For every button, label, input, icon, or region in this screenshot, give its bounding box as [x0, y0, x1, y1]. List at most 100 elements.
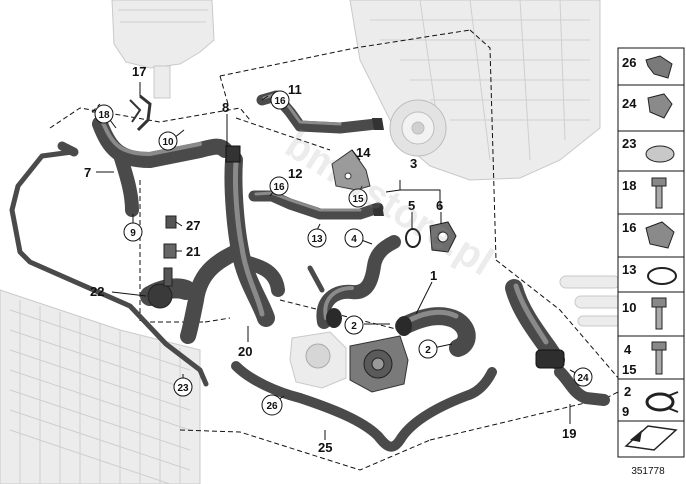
hose-12 [248, 190, 384, 220]
hose-clip-17 [129, 94, 152, 132]
callout-circle-2b [418, 339, 438, 359]
legend-item-13: 13 [617, 256, 685, 293]
frame-upper-clip [91, 103, 331, 151]
callout-7: 7 [84, 165, 91, 180]
callout-6: 6 [436, 198, 443, 213]
legend-item-16: 16 [617, 213, 685, 258]
engine-block [349, 0, 601, 181]
hose-thermostat [140, 267, 196, 309]
legend-label-23: 23 [622, 136, 636, 151]
expansion-tank [111, 0, 215, 99]
legend-label-2: 2 [624, 384, 631, 399]
callout-25: 25 [318, 440, 332, 455]
legend-item-4-15: 4 15 [617, 335, 685, 380]
ghost-pipes-right [559, 275, 624, 327]
legend-label-24: 24 [622, 96, 637, 111]
callout-circle-16a [270, 90, 290, 110]
callout-8: 8 [222, 100, 229, 115]
legend-item-orientation [617, 420, 685, 458]
callout-12: 12 [288, 166, 302, 181]
callout-26: 26 [266, 401, 278, 412]
stud-bolt-icon [651, 341, 667, 375]
legend-item-24: 24 [617, 84, 685, 132]
callout-circle-2a [344, 315, 364, 335]
water-pump [289, 331, 409, 393]
legend-item-26: 26 [617, 47, 685, 86]
callout-14: 14 [356, 145, 371, 160]
callout-13: 13 [311, 234, 323, 245]
legend-label-13: 13 [622, 262, 636, 277]
hose-25 [231, 361, 497, 452]
legend-label-10: 10 [622, 300, 636, 315]
legend-label-4: 4 [624, 342, 632, 357]
callout-circle-16b [269, 176, 289, 196]
legend-label-16: 16 [622, 220, 636, 235]
callout-circle-18 [94, 104, 114, 124]
callout-18: 18 [98, 110, 110, 121]
callout-20: 20 [238, 344, 252, 359]
callout-15: 15 [352, 194, 364, 205]
callout-circle-10 [158, 131, 178, 151]
hose-holder-icon [645, 221, 675, 249]
clamp-2-left [326, 308, 342, 328]
hose-7 [92, 116, 233, 217]
callout-24: 24 [577, 373, 589, 384]
legend-item-10: 10 [617, 291, 685, 337]
spring-clamp-icon [645, 391, 679, 413]
legend-label-9: 9 [622, 404, 629, 419]
callout-27: 27 [186, 218, 200, 233]
callout-4: 4 [351, 234, 357, 245]
callout-9: 9 [130, 228, 136, 239]
callout-11: 11 [288, 82, 302, 97]
clamp-2-right [396, 316, 412, 336]
worm-clamp-icon [647, 267, 677, 285]
double-clip-icon [645, 55, 673, 79]
frame-upper-right [219, 29, 621, 381]
callout-5: 5 [408, 198, 415, 213]
legend-label-15: 15 [622, 362, 636, 377]
gasket-6 [429, 221, 457, 253]
clamp-8 [225, 145, 241, 163]
hex-bolt-icon [651, 297, 667, 330]
callout-circle-13 [307, 228, 327, 248]
legend-item-2-9: 2 9 [617, 378, 685, 422]
legend-item-18: 18 [617, 170, 685, 215]
hose-20 [180, 151, 285, 344]
callout-10: 10 [162, 137, 174, 148]
document-number: 351778 [631, 466, 665, 477]
single-clip-icon [647, 93, 673, 119]
legend-label-26: 26 [622, 55, 636, 70]
frame-lower [179, 299, 619, 471]
seal-5 [405, 228, 421, 248]
callout-22: 22 [90, 284, 104, 299]
legend-item-23: 23 [617, 130, 685, 172]
callout-23: 23 [177, 383, 189, 394]
callout-21: 21 [186, 244, 200, 259]
bleed-screw-16a [372, 118, 384, 130]
callout-circle-4 [344, 228, 364, 248]
hose-4 [307, 235, 401, 329]
fitting-27-21 [163, 215, 177, 259]
callout-16b: 16 [273, 182, 285, 193]
hose-19 [505, 279, 610, 406]
callout-3: 3 [410, 156, 417, 171]
callout-1: 1 [430, 268, 437, 283]
legend-label-18: 18 [622, 178, 636, 193]
callout-19: 19 [562, 426, 576, 441]
callout-circle-15 [348, 188, 368, 208]
callout-17: 17 [132, 64, 146, 79]
hose-1 [395, 307, 476, 357]
radiator [0, 289, 201, 484]
callout-2b: 2 [425, 345, 431, 356]
callout-circle-9 [123, 222, 143, 242]
bleed-screw-16b [372, 204, 384, 216]
band-clamp-icon [645, 145, 675, 163]
hose-22 [9, 141, 209, 387]
callout-circle-26 [261, 394, 283, 416]
leader-lines [92, 82, 584, 440]
callout-circle-23 [173, 377, 193, 397]
callout-2a: 2 [351, 321, 357, 332]
callouts: 17 18 7 8 10 9 27 21 22 20 23 11 16 12 1… [84, 64, 593, 455]
